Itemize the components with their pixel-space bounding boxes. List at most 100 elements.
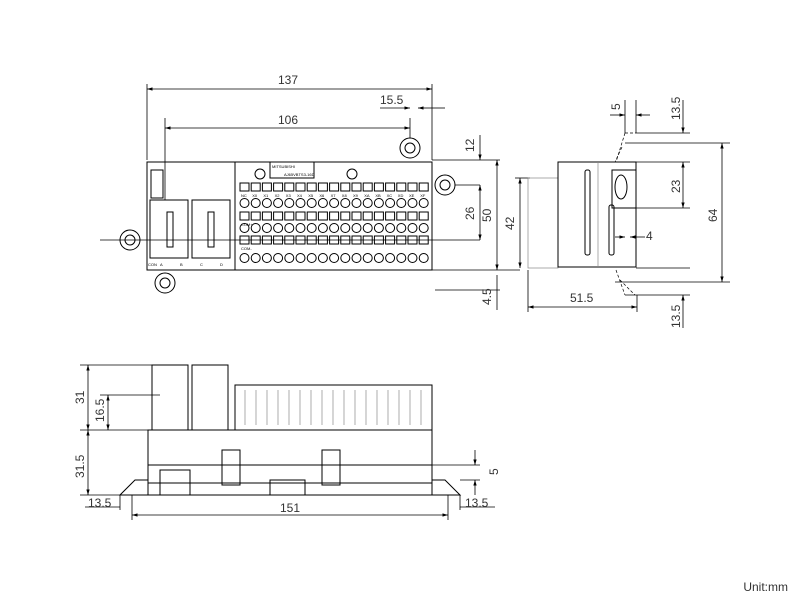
terminal-slot (340, 211, 351, 221)
terminal-screw (306, 198, 317, 208)
terminal-screw (261, 198, 272, 208)
con-b-label: B (180, 262, 183, 267)
dim-42: 42 (503, 216, 517, 230)
terminal-label: XB (375, 193, 381, 198)
terminal-slot (329, 211, 340, 221)
terminal-slot (261, 182, 272, 192)
terminal-screw (418, 253, 429, 263)
terminal-screw (407, 198, 418, 208)
dim-106: 106 (278, 113, 298, 127)
dim-31: 31 (73, 390, 87, 404)
terminal-screw (317, 223, 328, 233)
terminal-screw (329, 223, 340, 233)
terminal-screw (373, 253, 384, 263)
terminal-screw (362, 253, 373, 263)
terminal-slot (407, 211, 418, 221)
dim-137: 137 (278, 73, 298, 87)
terminal-label: X0 (252, 193, 258, 198)
unit-label: Unit:mm (743, 580, 788, 594)
terminal-screw (273, 198, 284, 208)
terminal-label: X4 (297, 193, 303, 198)
terminal-slot (373, 211, 384, 221)
terminal-label: XD (398, 193, 404, 198)
terminal-screw (284, 198, 295, 208)
terminal-label: X3 (286, 193, 292, 198)
terminal-screw (250, 253, 261, 263)
dim-13-5-bottom: 13.5 (669, 304, 683, 328)
terminal-slot (295, 211, 306, 221)
terminal-slot (284, 182, 295, 192)
terminal-screw (317, 198, 328, 208)
terminal-slot (351, 211, 362, 221)
terminal-slot (351, 182, 362, 192)
terminal-slot (396, 182, 407, 192)
terminal-screw (351, 253, 362, 263)
dim-5-front: 5 (487, 468, 501, 475)
dim-151: 151 (280, 501, 300, 515)
terminal-label: XF (420, 193, 426, 198)
terminal-screw (273, 253, 284, 263)
dim-12: 12 (463, 138, 477, 152)
terminal-screw (385, 198, 396, 208)
terminal-screw (385, 223, 396, 233)
terminal-screw (273, 223, 284, 233)
connector-a-b (149, 199, 189, 259)
terminal-label: X5 (308, 193, 314, 198)
terminal-slot (239, 182, 250, 192)
terminal-slot (385, 211, 396, 221)
terminal-screw (239, 253, 250, 263)
terminal-slot (306, 182, 317, 192)
dim-13-5-left: 13.5 (88, 496, 112, 510)
terminal-slot (284, 211, 295, 221)
terminal-label: X1 (263, 193, 269, 198)
terminal-block (234, 161, 433, 271)
nameplate (269, 161, 315, 179)
con-d-label: D (220, 262, 223, 267)
terminal-screw (317, 253, 328, 263)
terminal-slot (329, 182, 340, 192)
terminal-screw (329, 253, 340, 263)
terminal-slot (250, 211, 261, 221)
terminal-screw (373, 198, 384, 208)
dim-16-5: 16.5 (93, 398, 107, 422)
terminal-label: X9 (353, 193, 359, 198)
terminal-screw (362, 223, 373, 233)
terminal-screw (295, 198, 306, 208)
model-label: AJ65VBTS3-16D (284, 172, 315, 177)
dim-13-5-top: 13.5 (669, 96, 683, 120)
dim-5-top: 5 (609, 103, 623, 110)
dim-64: 64 (706, 208, 720, 222)
dim-4-5: 4.5 (480, 288, 494, 305)
com-plus-label: COM+ (241, 222, 253, 227)
terminal-slot (418, 211, 429, 221)
terminal-label: XC (387, 193, 393, 198)
terminal-screw (340, 198, 351, 208)
dim-26: 26 (463, 206, 477, 220)
con-a-label: A (160, 262, 163, 267)
terminal-slot (261, 211, 272, 221)
con-label: CON (148, 262, 157, 267)
terminal-screw (284, 223, 295, 233)
connector-section (146, 161, 236, 271)
terminal-slot (396, 211, 407, 221)
terminal-slot (340, 182, 351, 192)
terminal-screw (306, 223, 317, 233)
terminal-screw (261, 253, 272, 263)
terminal-slot (306, 211, 317, 221)
terminal-slot (385, 182, 396, 192)
terminal-slot (362, 182, 373, 192)
dim-15-5: 15.5 (380, 93, 404, 107)
front-view: 31 16.5 31.5 5 13.5 151 13.5 (73, 364, 501, 520)
terminal-screw (306, 253, 317, 263)
terminal-screw (340, 223, 351, 233)
terminal-screw (239, 223, 250, 233)
terminal-slot (317, 182, 328, 192)
terminal-screw (340, 253, 351, 263)
dim-4: 4 (646, 229, 653, 243)
terminal-label: XA (364, 193, 370, 198)
terminal-screw (239, 198, 250, 208)
terminal-screw (351, 223, 362, 233)
